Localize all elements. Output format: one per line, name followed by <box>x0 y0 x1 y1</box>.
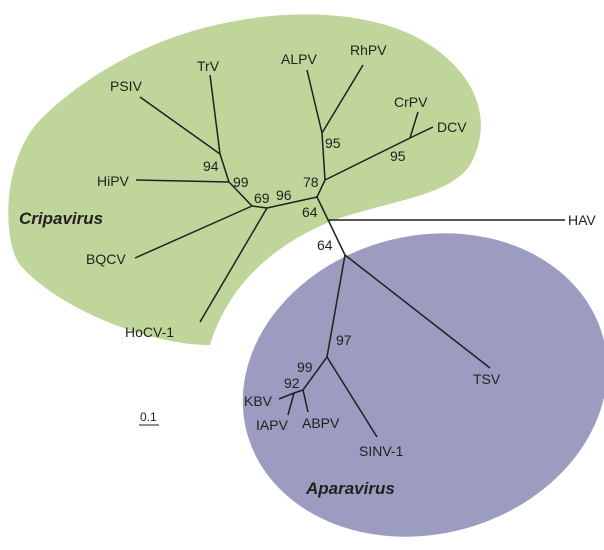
leaf-sinv1: SINV-1 <box>359 443 404 459</box>
scale-bar-label: 0.1 <box>140 410 157 424</box>
clade-label-aparavirus: Aparavirus <box>305 479 395 498</box>
tree-branches <box>134 64 565 438</box>
leaf-labels: PSIV TrV ALPV RhPV CrPV DCV HiPV BQCV Ho… <box>86 42 596 459</box>
bootstrap-94: 94 <box>203 158 219 174</box>
leaf-hocv1: HoCV-1 <box>125 324 174 340</box>
bootstrap-78: 78 <box>303 174 319 190</box>
leaf-hav: HAV <box>568 212 596 228</box>
leaf-kbv: KBV <box>244 393 273 409</box>
leaf-trv: TrV <box>197 58 220 74</box>
leaf-alpv: ALPV <box>281 51 317 67</box>
bootstrap-69: 69 <box>254 190 270 206</box>
bootstrap-99-lower: 99 <box>297 359 313 375</box>
clade-label-cripavirus: Cripavirus <box>19 209 103 228</box>
leaf-tsv: TSV <box>473 371 501 387</box>
bootstrap-64-lower: 64 <box>317 237 333 253</box>
bootstrap-95-alpv: 95 <box>325 135 341 151</box>
leaf-crpv: CrPV <box>394 94 428 110</box>
leaf-bqcv: BQCV <box>86 251 126 267</box>
bootstrap-97: 97 <box>336 332 352 348</box>
bootstrap-92: 92 <box>284 375 300 391</box>
cripavirus-clade-region <box>8 14 481 345</box>
scale-bar: 0.1 <box>139 410 159 426</box>
leaf-psiv: PSIV <box>110 78 143 94</box>
bootstrap-96: 96 <box>276 187 292 203</box>
leaf-iapv: IAPV <box>256 417 289 433</box>
leaf-abpv: ABPV <box>302 415 340 431</box>
leaf-dcv: DCV <box>437 119 467 135</box>
leaf-hipv: HiPV <box>97 173 130 189</box>
bootstrap-99: 99 <box>233 174 249 190</box>
bootstrap-values: 94 99 69 96 78 95 95 64 64 97 99 92 <box>203 135 406 391</box>
bootstrap-95-dcv: 95 <box>390 148 406 164</box>
leaf-rhpv: RhPV <box>350 42 387 58</box>
bootstrap-64-upper: 64 <box>302 204 318 220</box>
aparavirus-clade-region <box>242 233 604 537</box>
